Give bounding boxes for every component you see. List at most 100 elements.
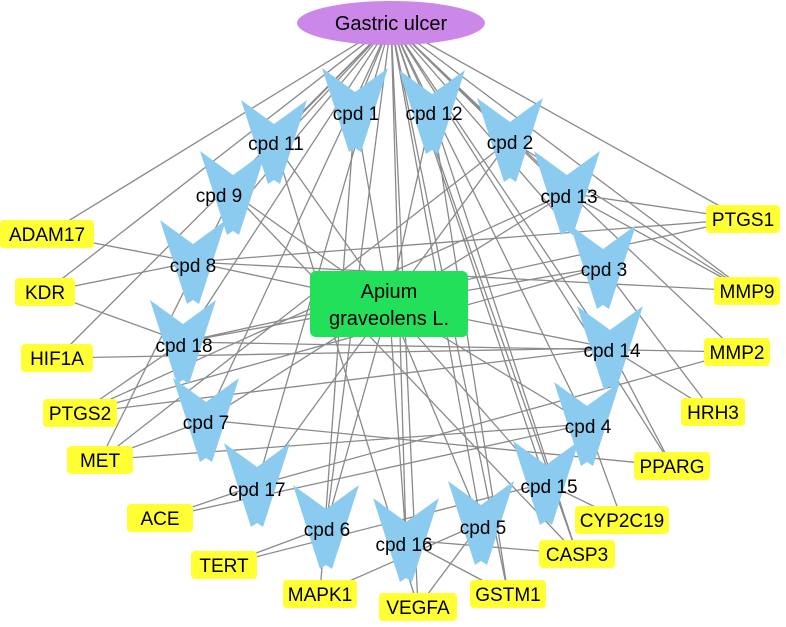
compound-node-c1[interactable]: cpd 1 xyxy=(322,68,388,152)
target-label: HIF1A xyxy=(30,349,84,370)
target-shape xyxy=(634,452,710,480)
target-node-PTGS1[interactable]: PTGS1 xyxy=(706,205,780,233)
compound-node-c7[interactable]: cpd 7 xyxy=(173,378,239,462)
target-label: CASP3 xyxy=(546,545,608,566)
compound-node-c3[interactable]: cpd 3 xyxy=(570,225,636,309)
compound-shape xyxy=(241,100,307,184)
edge-c13-MMP9 xyxy=(566,192,748,292)
compound-node-c13[interactable]: cpd 13 xyxy=(534,151,600,235)
target-label: MAPK1 xyxy=(288,585,352,606)
compound-label: cpd 18 xyxy=(155,336,212,357)
target-shape xyxy=(21,344,93,372)
compound-shape xyxy=(477,98,543,182)
edge-GU-KDR xyxy=(44,22,392,293)
target-node-HIF1A[interactable]: HIF1A xyxy=(21,344,93,372)
compound-shape xyxy=(173,378,239,462)
target-node-MET[interactable]: MET xyxy=(67,446,133,474)
target-label: PTGS1 xyxy=(712,210,774,231)
disease-label: Gastric ulcer xyxy=(335,13,448,35)
target-node-GSTM1[interactable]: GSTM1 xyxy=(470,580,546,608)
plant-node[interactable]: Apium graveolens L. xyxy=(310,271,468,337)
target-shape xyxy=(127,504,193,532)
compound-node-c15[interactable]: cpd 15 xyxy=(513,441,579,525)
target-node-MMP9[interactable]: MMP9 xyxy=(714,277,780,305)
target-node-PTGS2[interactable]: PTGS2 xyxy=(43,399,117,427)
compound-label: cpd 8 xyxy=(170,256,216,277)
compound-node-c16[interactable]: cpd 16 xyxy=(373,498,439,582)
compound-node-c2[interactable]: cpd 2 xyxy=(477,98,543,182)
target-node-ACE[interactable]: ACE xyxy=(127,504,193,532)
compound-shape xyxy=(200,151,266,235)
edge-c3-PTGS2 xyxy=(79,266,604,414)
compound-label: cpd 15 xyxy=(520,477,577,498)
target-node-MMP2[interactable]: MMP2 xyxy=(704,338,770,366)
target-label: VEGFA xyxy=(386,598,450,619)
compound-node-c5[interactable]: cpd 5 xyxy=(448,481,514,565)
compound-label: cpd 4 xyxy=(565,417,612,438)
compound-label: cpd 5 xyxy=(460,518,506,539)
target-node-PPARG[interactable]: PPARG xyxy=(634,452,710,480)
compound-node-c14[interactable]: cpd 14 xyxy=(577,306,643,390)
compound-label: cpd 9 xyxy=(196,186,242,207)
compound-label: cpd 12 xyxy=(405,104,462,125)
compound-label: cpd 13 xyxy=(540,187,597,208)
target-label: PPARG xyxy=(639,457,704,478)
edge-c8-MMP9 xyxy=(192,261,748,292)
compound-label: cpd 11 xyxy=(248,134,304,155)
edge-c4-MET xyxy=(99,423,588,461)
compound-node-c6[interactable]: cpd 6 xyxy=(293,485,359,569)
compound-node-c18[interactable]: cpd 18 xyxy=(150,300,216,384)
target-shape xyxy=(575,506,669,534)
edge-c18-MMP2 xyxy=(182,341,738,353)
edge-c8-PTGS1 xyxy=(192,218,744,263)
edge-AP-c6 xyxy=(325,303,390,528)
target-shape xyxy=(43,399,117,427)
target-node-CYP2C19[interactable]: CYP2C19 xyxy=(575,506,669,534)
edge-GU-ADAM17 xyxy=(46,22,392,235)
target-shape xyxy=(704,338,770,366)
target-node-MAPK1[interactable]: MAPK1 xyxy=(283,580,357,608)
compound-layer: cpd 1 cpd 12 cpd 11 cpd 2 cpd 9 cpd 13 cpd 8 cp… xyxy=(150,68,643,582)
compound-label: cpd 16 xyxy=(375,535,432,556)
target-shape xyxy=(191,551,257,579)
disease-node[interactable]: Gastric ulcer xyxy=(297,1,485,45)
plant-label-line1: Apium xyxy=(361,281,418,303)
compound-node-c11[interactable]: cpd 11 xyxy=(241,100,307,184)
target-shape xyxy=(714,277,780,305)
plant-node-shape xyxy=(310,271,468,337)
target-label: HRH3 xyxy=(687,403,739,424)
compound-shape xyxy=(322,68,388,152)
compound-shape xyxy=(373,498,439,582)
target-node-ADAM17[interactable]: ADAM17 xyxy=(0,220,94,248)
edge-c17-MMP2 xyxy=(256,351,738,486)
compound-node-c12[interactable]: cpd 12 xyxy=(399,70,465,154)
compound-shape xyxy=(150,300,216,384)
compound-node-c8[interactable]: cpd 8 xyxy=(160,220,226,304)
target-label: ADAM17 xyxy=(9,225,85,246)
target-shape xyxy=(283,580,357,608)
target-shape xyxy=(539,540,615,568)
target-shape xyxy=(470,580,546,608)
target-label: TERT xyxy=(199,556,249,577)
compound-shape xyxy=(513,441,579,525)
disease-node-shape xyxy=(297,1,485,45)
target-shape xyxy=(706,205,780,233)
compound-node-c17[interactable]: cpd 17 xyxy=(224,443,290,527)
target-node-CASP3[interactable]: CASP3 xyxy=(539,540,615,568)
target-node-TERT[interactable]: TERT xyxy=(191,551,257,579)
plant-label-line2: graveolens L. xyxy=(329,308,449,330)
target-node-KDR[interactable]: KDR xyxy=(15,278,75,306)
target-node-HRH3[interactable]: HRH3 xyxy=(681,398,745,426)
target-node-VEGFA[interactable]: VEGFA xyxy=(379,593,457,621)
compound-shape xyxy=(399,70,465,154)
target-shape xyxy=(15,278,75,306)
compound-node-c9[interactable]: cpd 9 xyxy=(196,151,266,235)
compound-shape xyxy=(224,443,290,527)
edge-c4-ACE xyxy=(159,423,588,519)
node-layer: Gastric ulcer Apium graveolens L. xyxy=(297,1,485,337)
target-shape xyxy=(67,446,133,474)
compound-node-c4[interactable]: cpd 4 xyxy=(554,382,620,466)
target-shape xyxy=(0,220,94,248)
